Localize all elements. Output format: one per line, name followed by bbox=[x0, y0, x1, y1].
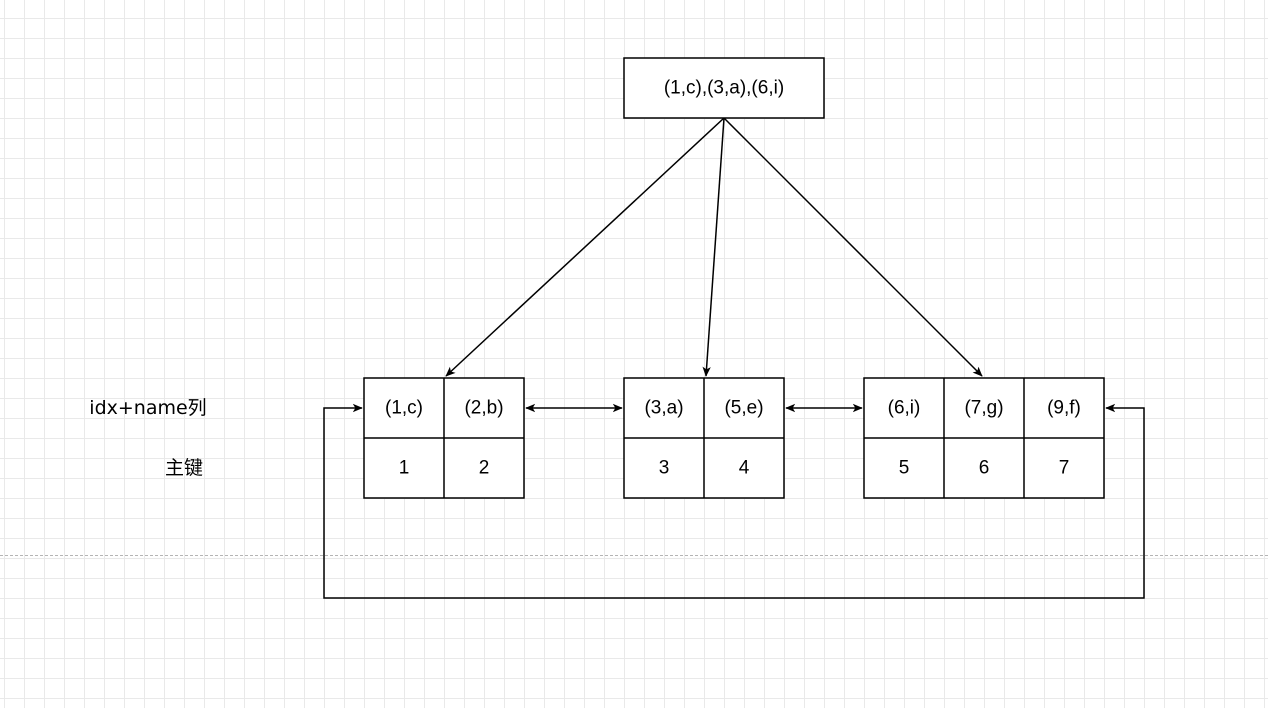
leaf-1-key-1: (1,c) bbox=[385, 398, 423, 419]
leaf-node-1: (1,c) (2,b) 1 2 bbox=[363, 377, 525, 499]
edge-root-to-leaf-2 bbox=[702, 117, 725, 377]
leaf-2-key-1: (3,a) bbox=[644, 398, 683, 419]
leaf-1-primary-key-1: 1 bbox=[399, 458, 410, 479]
root-node: (1,c),(3,a),(6,i) bbox=[623, 57, 825, 119]
leaf-2-primary-key-2: 4 bbox=[739, 458, 750, 479]
leaf-node-3: (6,i) (7,g) (9,f) 5 6 7 bbox=[863, 377, 1105, 499]
leaf-3-key-3: (9,f) bbox=[1047, 398, 1081, 419]
leaf-3-key-2: (7,g) bbox=[964, 398, 1003, 419]
leaf-3-primary-key-1: 5 bbox=[899, 458, 910, 479]
link-wrap-around bbox=[323, 403, 1145, 599]
edge-root-to-leaf-1 bbox=[445, 117, 725, 377]
leaf-1-key-2: (2,b) bbox=[464, 398, 503, 419]
leaf-2-primary-key-1: 3 bbox=[659, 458, 670, 479]
leaf-3-primary-key-3: 7 bbox=[1059, 458, 1070, 479]
index-row-label: idx+name列 bbox=[89, 397, 206, 419]
root-node-label: (1,c),(3,a),(6,i) bbox=[664, 78, 784, 99]
leaf-1-primary-key-2: 2 bbox=[479, 458, 490, 479]
edge-root-to-leaf-3 bbox=[723, 117, 983, 377]
leaf-3-key-1: (6,i) bbox=[888, 398, 921, 419]
primary-key-row-label: 主键 bbox=[165, 457, 203, 479]
page-break-line bbox=[0, 555, 1268, 556]
leaf-node-2: (3,a) (5,e) 3 4 bbox=[623, 377, 785, 499]
leaf-2-key-2: (5,e) bbox=[724, 398, 763, 419]
leaf-3-primary-key-2: 6 bbox=[979, 458, 990, 479]
